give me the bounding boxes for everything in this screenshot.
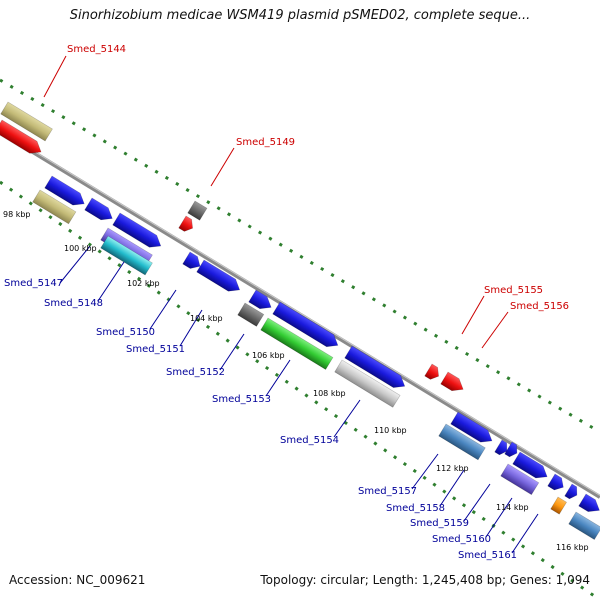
- gene-blue-13: [547, 473, 564, 491]
- gene-dark-1: [187, 200, 208, 221]
- label-smed-5147-leader: [59, 245, 91, 284]
- scale-tick-label: 104 kbp: [190, 314, 223, 323]
- label-smed-5156: Smed_5156: [510, 301, 569, 312]
- label-smed-5157-leader: [411, 453, 439, 490]
- label-smed-5160: Smed_5160: [432, 534, 491, 545]
- gene-blue-15: [578, 493, 600, 512]
- gene-steel-2: [568, 511, 600, 540]
- accession-text: Accession: NC_009621: [9, 573, 146, 587]
- scale-tick-labels: 98 kbp 100 kbp 102 kbp 104 kbp 106 kbp 108 kb…: [3, 210, 589, 552]
- gene-khaki-1: [0, 101, 53, 142]
- gene-blue-3: [112, 212, 162, 248]
- gene-purple-5160: [500, 463, 540, 496]
- map-title: Sinorhizobium medicae WSM419 plasmid pSM…: [69, 8, 531, 23]
- scale-tick-label: 110 kbp: [374, 426, 407, 435]
- gene-gray-5154: [334, 359, 401, 408]
- label-smed-5160-leader: [485, 497, 513, 538]
- gene-red-5156: [440, 371, 464, 392]
- label-smed-5155-leader: [461, 295, 485, 335]
- backbone-highlight: [0, 130, 600, 496]
- label-smed-5152-leader: [219, 333, 245, 371]
- gene-dark-2: [237, 302, 265, 327]
- gene-labels: Smed_5144Smed_5149Smed_5155Smed_5156Smed…: [4, 44, 569, 561]
- scale-tick-label: 102 kbp: [127, 279, 160, 288]
- scale-tick-label: 98 kbp: [3, 210, 31, 219]
- label-smed-5159: Smed_5159: [410, 518, 469, 529]
- label-smed-5149-leader: [210, 147, 235, 187]
- label-smed-5153-leader: [265, 359, 291, 397]
- gene-blue-12: [512, 451, 548, 479]
- gene-blue-2: [84, 197, 113, 221]
- outer-tick-track: [0, 78, 600, 434]
- gene-blue-9: [450, 411, 493, 443]
- gene-blue-7: [272, 301, 339, 348]
- gene-cyan-1: [100, 235, 153, 276]
- label-smed-5151-leader: [179, 309, 203, 347]
- gene-green-5153: [260, 317, 334, 370]
- label-smed-5154: Smed_5154: [280, 435, 339, 446]
- label-smed-5153: Smed_5153: [212, 394, 271, 405]
- label-smed-5148: Smed_5148: [44, 298, 103, 309]
- gene-red-5144: [0, 119, 42, 154]
- label-smed-5159-leader: [463, 483, 491, 522]
- gene-blue-6: [248, 289, 272, 310]
- gene-orange-5161: [550, 496, 567, 515]
- inner-tick-track: [0, 180, 600, 600]
- gene-features: [0, 101, 600, 540]
- gene-khaki-2: [32, 189, 77, 225]
- topology-summary-text: Topology: circular; Length: 1,245,408 bp…: [260, 573, 590, 587]
- label-smed-5144: Smed_5144: [67, 44, 126, 55]
- label-smed-5150-leader: [149, 289, 177, 330]
- label-smed-5147: Smed_5147: [4, 278, 63, 289]
- label-smed-5154-leader: [333, 399, 361, 438]
- scale-tick-label: 100 kbp: [64, 244, 97, 253]
- gene-blue-10: [494, 439, 508, 456]
- scale-tick-label: 106 kbp: [252, 351, 285, 360]
- label-leader-lines: [43, 55, 539, 554]
- label-smed-5152: Smed_5152: [166, 367, 225, 378]
- label-smed-5161: Smed_5161: [458, 550, 517, 561]
- scale-tick-label: 108 kbp: [313, 389, 346, 398]
- gene-blue-1: [44, 175, 85, 206]
- gene-blue-14: [564, 483, 578, 500]
- label-smed-5144-leader: [43, 55, 67, 98]
- label-smed-5157: Smed_5157: [358, 486, 417, 497]
- label-smed-5149: Smed_5149: [236, 137, 295, 148]
- label-smed-5151: Smed_5151: [126, 344, 185, 355]
- gene-steel-5157: [438, 423, 486, 461]
- label-smed-5158-leader: [439, 469, 465, 507]
- gene-blue-4: [182, 251, 201, 269]
- label-smed-5148-leader: [97, 261, 125, 302]
- label-smed-5155: Smed_5155: [484, 285, 543, 296]
- label-smed-5150: Smed_5150: [96, 327, 155, 338]
- gene-blue-8: [344, 345, 406, 388]
- scale-tick-label: 114 kbp: [496, 503, 529, 512]
- label-smed-5156-leader: [481, 311, 509, 349]
- gene-blue-11: [504, 441, 518, 458]
- label-smed-5161-leader: [511, 513, 539, 554]
- gene-red-5155: [424, 363, 439, 380]
- scale-tick-label: 112 kbp: [436, 464, 469, 473]
- scale-tick-label: 116 kbp: [556, 543, 589, 552]
- gene-red-small-1: [178, 215, 193, 232]
- gene-blue-5: [196, 259, 241, 292]
- label-smed-5158: Smed_5158: [386, 503, 445, 514]
